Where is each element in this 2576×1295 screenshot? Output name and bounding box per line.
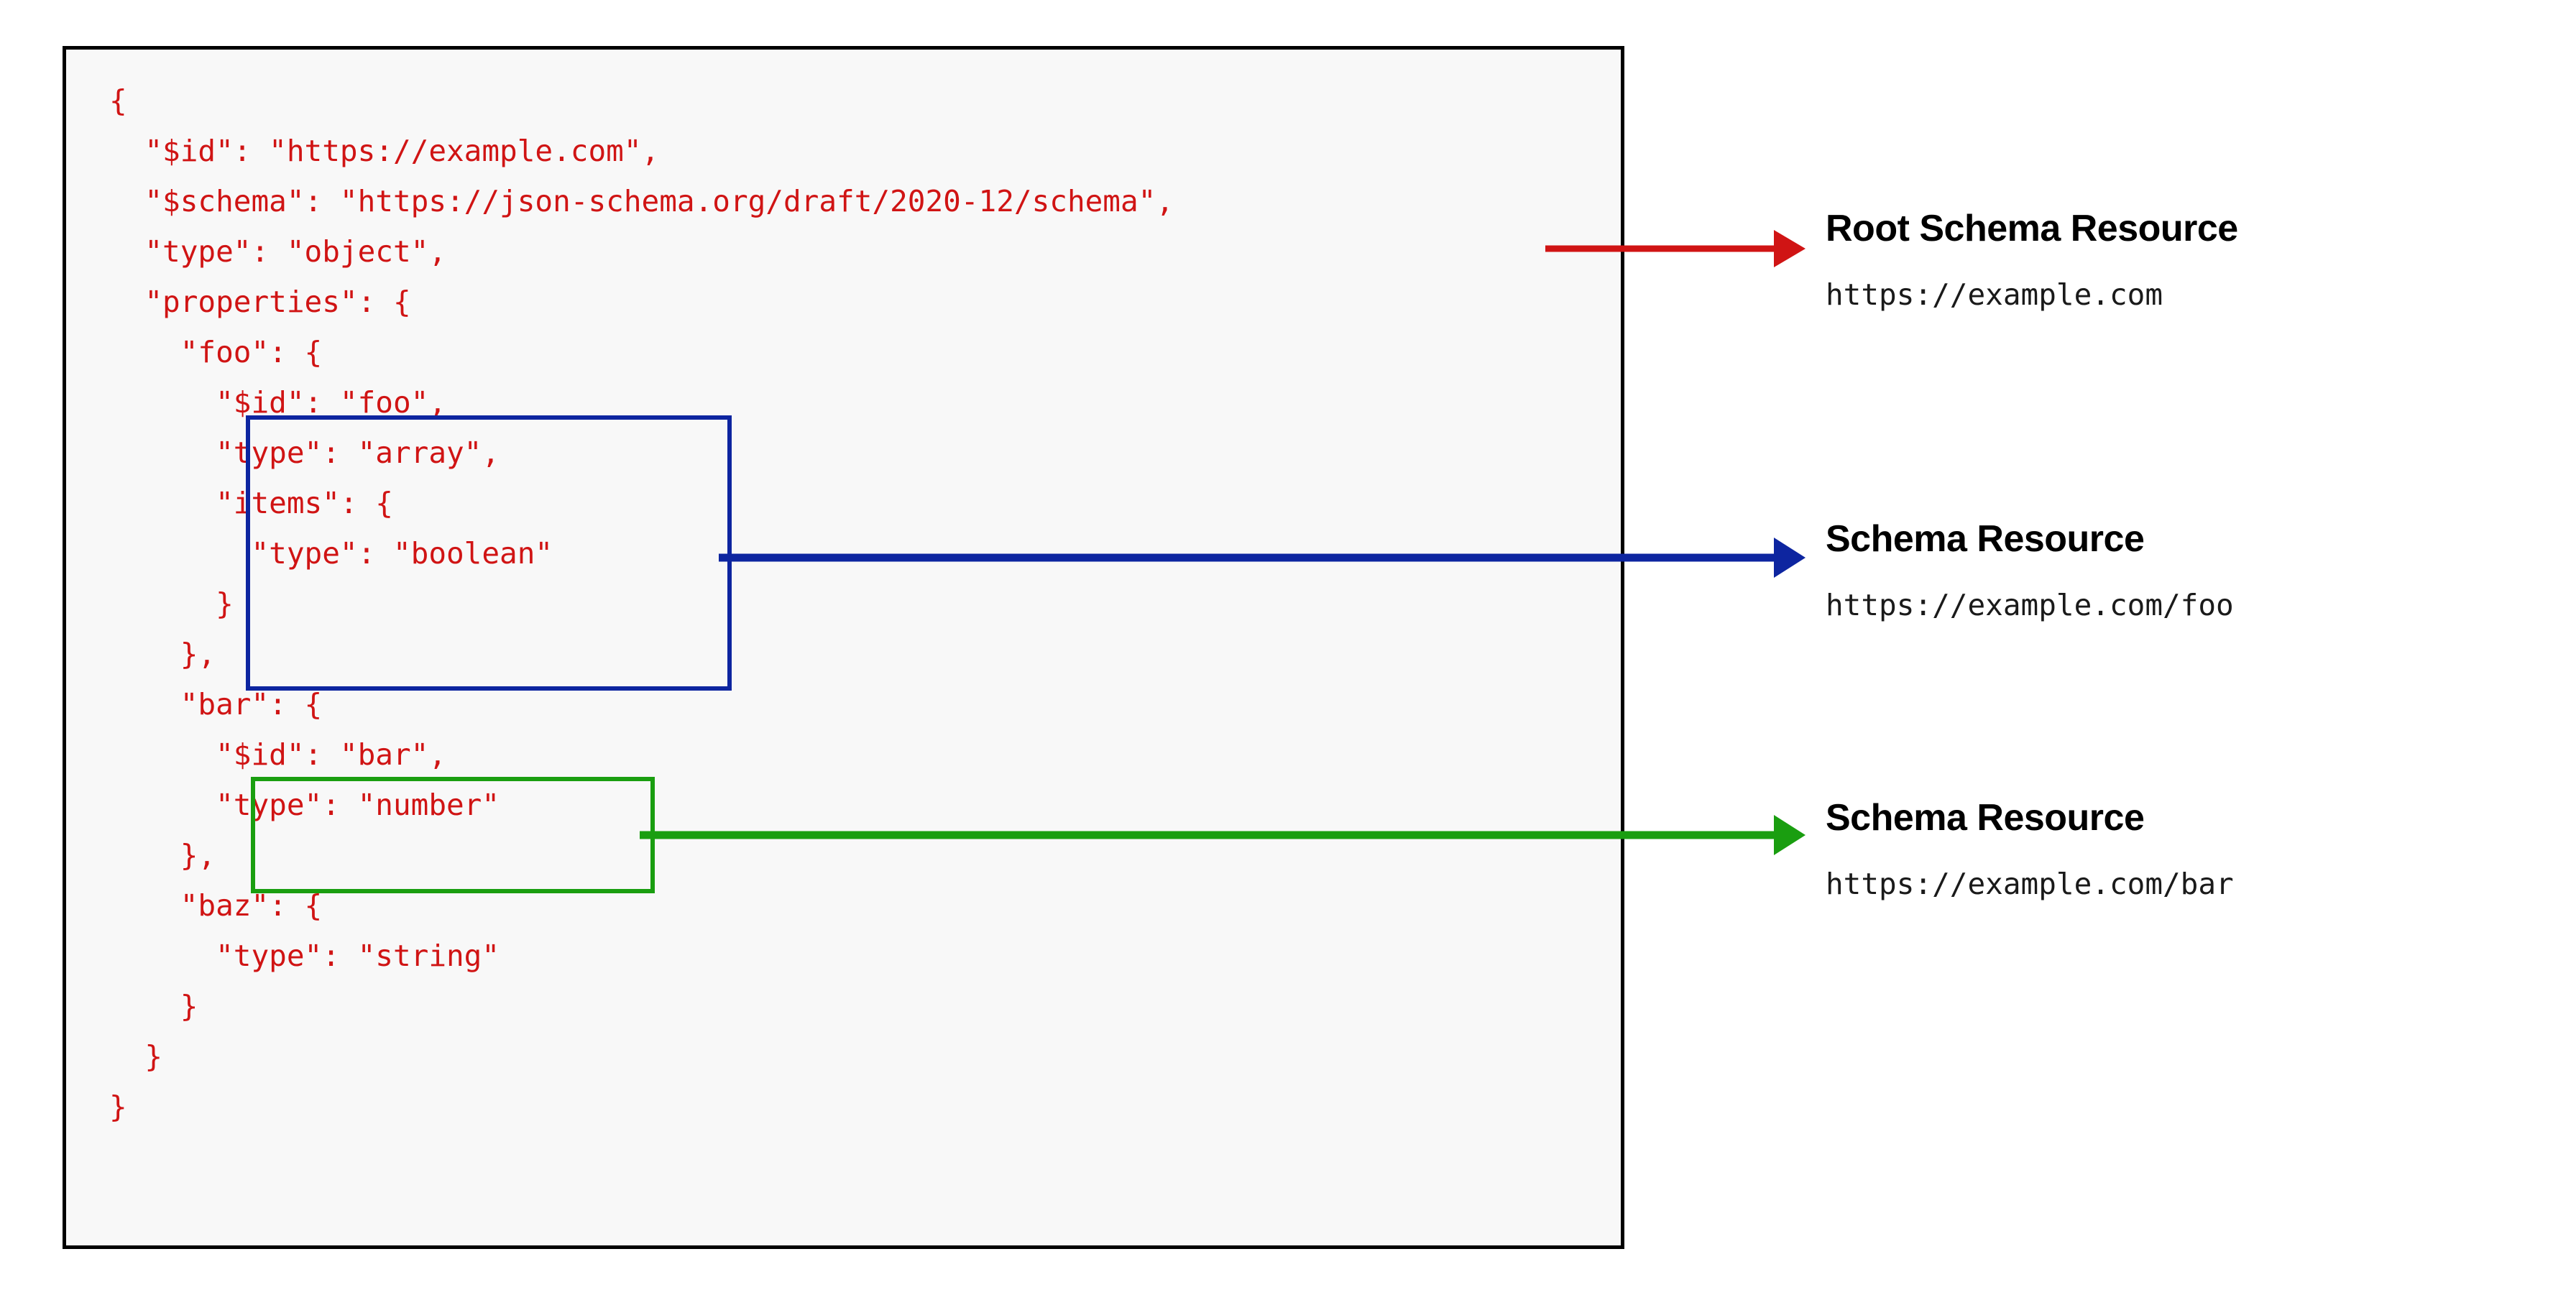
code-line: } [109, 1039, 163, 1074]
code-line-foo-items-close: } [109, 586, 234, 621]
bar-schema-arrow [640, 815, 1806, 855]
code-line: "bar": { [109, 687, 323, 722]
bar-schema-resource-title: Schema Resource [1826, 797, 2145, 839]
json-code-block: { "$id": "https://example.com", "$schema… [109, 75, 1174, 1132]
foo-schema-arrow [719, 538, 1806, 578]
code-line: } [109, 989, 198, 1023]
bar-schema-resource-url: https://example.com/bar [1826, 867, 2234, 901]
code-line-bar-id: "$id": "bar", [109, 737, 446, 772]
code-line: }, [109, 637, 216, 671]
code-line: "$id": "https://example.com", [109, 134, 660, 168]
foo-schema-resource-label: Schema Resource https://example.com/foo [1826, 517, 2234, 624]
code-line-bar-type: "type": "number" [109, 788, 500, 822]
root-schema-resource-url: https://example.com [1826, 277, 2163, 312]
foo-schema-resource-title: Schema Resource [1826, 518, 2145, 560]
code-line: "foo": { [109, 335, 323, 369]
code-line-foo-id: "$id": "foo", [109, 385, 446, 420]
code-line: } [109, 1089, 127, 1124]
code-line-foo-type: "type": "array", [109, 435, 500, 470]
code-line-foo-items-type: "type": "boolean" [109, 536, 553, 571]
code-line: "$schema": "https://json-schema.org/draf… [109, 184, 1174, 218]
json-code-panel: { "$id": "https://example.com", "$schema… [63, 46, 1624, 1249]
foo-schema-resource-url: https://example.com/foo [1826, 588, 2234, 622]
code-line: "type": "object", [109, 234, 446, 269]
root-schema-arrow [1545, 230, 1806, 267]
bar-schema-resource-label: Schema Resource https://example.com/bar [1826, 796, 2234, 903]
code-line: "properties": { [109, 285, 411, 319]
code-line: "baz": { [109, 888, 323, 923]
root-schema-resource-label: Root Schema Resource https://example.com [1826, 207, 2238, 313]
code-line-foo-items: "items": { [109, 486, 393, 520]
code-line: { [109, 83, 127, 118]
root-schema-resource-title: Root Schema Resource [1826, 208, 2238, 249]
code-line-baz-type: "type": "string" [109, 939, 500, 973]
code-line: }, [109, 838, 216, 872]
